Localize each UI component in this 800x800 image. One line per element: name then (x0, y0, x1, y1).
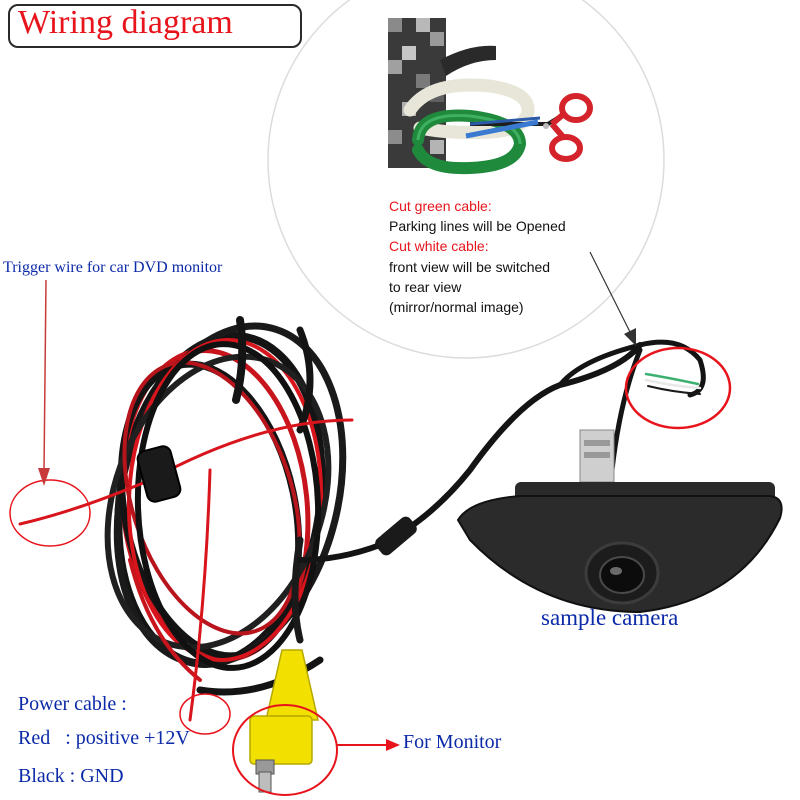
red-positive-label: Red : positive +12V (18, 727, 190, 749)
coiled-cable (18, 316, 354, 722)
monitor-arrow (336, 739, 400, 751)
trigger-arrow (38, 279, 50, 486)
scissors-icon (465, 93, 593, 162)
camera-icon (456, 429, 783, 614)
power-cable-label: Power cable : (18, 693, 127, 715)
sample-camera-label: sample camera (541, 605, 679, 630)
cut-green-label: Cut green cable: (389, 198, 492, 214)
trigger-wire-label: Trigger wire for car DVD monitor (3, 259, 223, 276)
page-title: Wiring diagram (18, 4, 233, 41)
rear-view-text: to rear view (389, 279, 462, 295)
for-monitor-label: For Monitor (403, 731, 502, 753)
front-view-text: front view will be switched (389, 259, 551, 275)
callout-arrow (589, 251, 636, 346)
monitor-marker-circle (232, 704, 338, 796)
trigger-marker-circle (9, 479, 91, 547)
rca-plug-icon (249, 649, 319, 793)
cut-wire-marker-circle (624, 346, 732, 430)
callout-circle (267, 0, 665, 359)
power-marker-circle (179, 693, 231, 735)
cable-closeup (388, 18, 535, 175)
mirror-note-text: (mirror/normal image) (389, 299, 524, 315)
black-gnd-label: Black : GND (18, 765, 124, 787)
cut-white-label: Cut white cable: (389, 238, 489, 254)
parking-lines-text: Parking lines will be Opened (389, 218, 566, 234)
title-box (8, 4, 302, 48)
